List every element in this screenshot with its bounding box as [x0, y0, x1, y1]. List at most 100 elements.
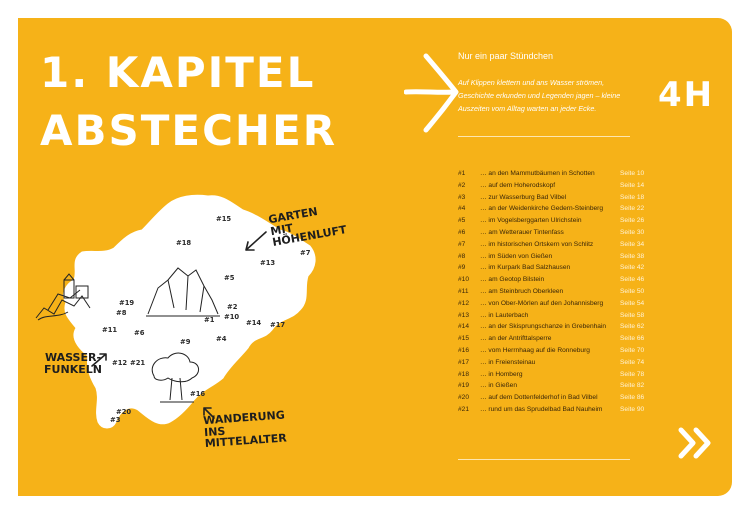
map-label-4: #4: [216, 335, 227, 343]
toc-page-ref: Seite 82: [620, 382, 645, 390]
chapter-page: 1. KAPITEL ABSTECHER Nur ein paar Stündc…: [18, 18, 732, 496]
map-label-20: #20: [116, 408, 132, 416]
toc-number: #19: [458, 382, 470, 390]
map-label-19: #19: [119, 299, 135, 307]
arrow-wasser-icon: [91, 353, 107, 367]
map-label-21: #21: [130, 359, 146, 367]
toc-number: #16: [458, 346, 470, 354]
toc-title: … auf dem Dottenfelderhof in Bad Vilbel: [480, 394, 598, 402]
toc-number: #5: [458, 217, 466, 225]
callout-wasser: WASSER- FUNKELN: [44, 351, 102, 376]
map-label-18: #18: [176, 239, 192, 247]
toc-page-ref: Seite 58: [620, 311, 645, 319]
toc-number: #9: [458, 264, 466, 272]
toc-title: … in Gießen: [480, 382, 518, 390]
map-label-13: #13: [260, 259, 276, 267]
toc-title: … im Süden von Gießen: [480, 252, 553, 260]
toc-number: #15: [458, 335, 470, 343]
toc-title: … am Geotop Bilstein: [480, 276, 545, 284]
toc-number: #14: [458, 323, 470, 331]
toc-row[interactable]: #14 … an der Skisprungschanze in Grebenha…: [458, 321, 658, 333]
map-label-14: #14: [246, 319, 262, 327]
toc-title: … an der Skisprungschanze in Grebenhain: [480, 323, 607, 331]
toc-number: #6: [458, 228, 466, 236]
toc-row[interactable]: #10 … am Geotop Bilstein Seite 46: [458, 274, 658, 286]
toc-title: … an den Mammutbäumen in Schotten: [480, 170, 595, 177]
castle-illustration: [35, 273, 91, 321]
map-label-5: #5: [224, 274, 235, 282]
region-map: [35, 194, 316, 429]
toc-row[interactable]: #12… von Ober-Mörlen auf den Johannisber…: [458, 298, 658, 310]
divider-top: [458, 136, 630, 137]
toc-page-ref: Seite 90: [620, 405, 645, 413]
toc-title: … auf dem Hoherodskopf: [480, 181, 556, 189]
toc-page-ref: Seite 78: [620, 370, 645, 378]
toc-number: #1: [458, 170, 466, 177]
toc-number: #4: [458, 205, 466, 213]
toc-number: #13: [458, 311, 470, 319]
toc-number: #21: [458, 405, 470, 413]
toc-page-ref: Seite 14: [620, 181, 645, 189]
toc-number: #17: [458, 358, 470, 366]
map-label-15: #15: [216, 215, 232, 223]
toc-number: #20: [458, 394, 470, 402]
toc-title: … im Kurpark Bad Salzhausen: [480, 264, 571, 272]
chapter-title-line1: 1. KAPITEL: [40, 48, 316, 97]
map-label-10: #10: [224, 313, 240, 321]
toc-number: #3: [458, 193, 466, 201]
toc-page-ref: Seite 38: [620, 252, 645, 260]
toc-row[interactable]: #18 … in Homberg Seite 78: [458, 369, 658, 381]
arrow-garten-icon: [245, 231, 267, 251]
toc-page-ref: Seite 86: [620, 394, 645, 402]
toc-page-ref: Seite 74: [620, 358, 645, 366]
map-region-shape: [63, 194, 316, 429]
next-page-chevron-icon[interactable]: [676, 426, 716, 460]
toc-row[interactable]: #7… im historischen Ortskern von Schlitz…: [458, 239, 658, 251]
map-label-12: #12: [112, 359, 128, 367]
arrow-wanderung-icon: [203, 407, 215, 419]
toc-title: … im Vogelsberggarten Ulrichstein: [480, 217, 582, 225]
toc-number: #10: [458, 276, 470, 284]
toc-number: #18: [458, 370, 470, 378]
arrow-right-icon: [404, 53, 459, 133]
toc-title: … in Freiensteinau: [480, 358, 536, 366]
divider-bottom: [458, 459, 630, 460]
toc-title: … am Wetterauer Tintenfass: [480, 228, 564, 236]
toc-title: … zur Wasserburg Bad Vilbel: [480, 193, 567, 201]
map-label-9: #9: [180, 338, 191, 346]
toc-row[interactable]: #19 … in Gießen Seite 82: [458, 380, 658, 392]
toc-row[interactable]: #4 … an der Weidenkirche Gedern-Steinberg…: [458, 203, 658, 215]
toc-title: … an der Weidenkirche Gedern-Steinberg: [480, 205, 604, 213]
toc-row[interactable]: #1 … an den Mammutbäumen in Schotten Seite…: [458, 168, 658, 180]
toc-page-ref: Seite 66: [620, 335, 645, 343]
toc-number: #8: [458, 252, 466, 260]
section-subheading: Nur ein paar Stündchen: [458, 51, 554, 61]
toc-row[interactable]: #17 … in Freiensteinau Seite 74: [458, 357, 658, 369]
toc-page-ref: Seite 54: [620, 299, 645, 307]
map-label-3: #3: [110, 416, 121, 424]
map-label-7: #7: [300, 249, 311, 257]
toc-title: … in Homberg: [480, 370, 523, 378]
toc-page-ref: Seite 70: [620, 346, 645, 354]
intro-text: Auf Klippen klettern und ans Wasser strö…: [458, 78, 621, 113]
toc-page-ref: Seite 50: [620, 287, 645, 295]
toc-page-ref: Seite 62: [620, 323, 645, 331]
callout-wanderung: WANDERUNG INS MITTELALTER: [202, 408, 288, 451]
rock-illustration: [146, 267, 220, 317]
toc-page-ref: Seite 10: [620, 170, 645, 177]
toc-row[interactable]: #8 … im Süden von Gießen Seite 38: [458, 251, 658, 263]
toc-row[interactable]: #20 … auf dem Dottenfelderhof in Bad Vilb…: [458, 392, 658, 404]
duration-badge: 4H: [658, 75, 715, 115]
toc-page-ref: Seite 46: [620, 276, 645, 284]
